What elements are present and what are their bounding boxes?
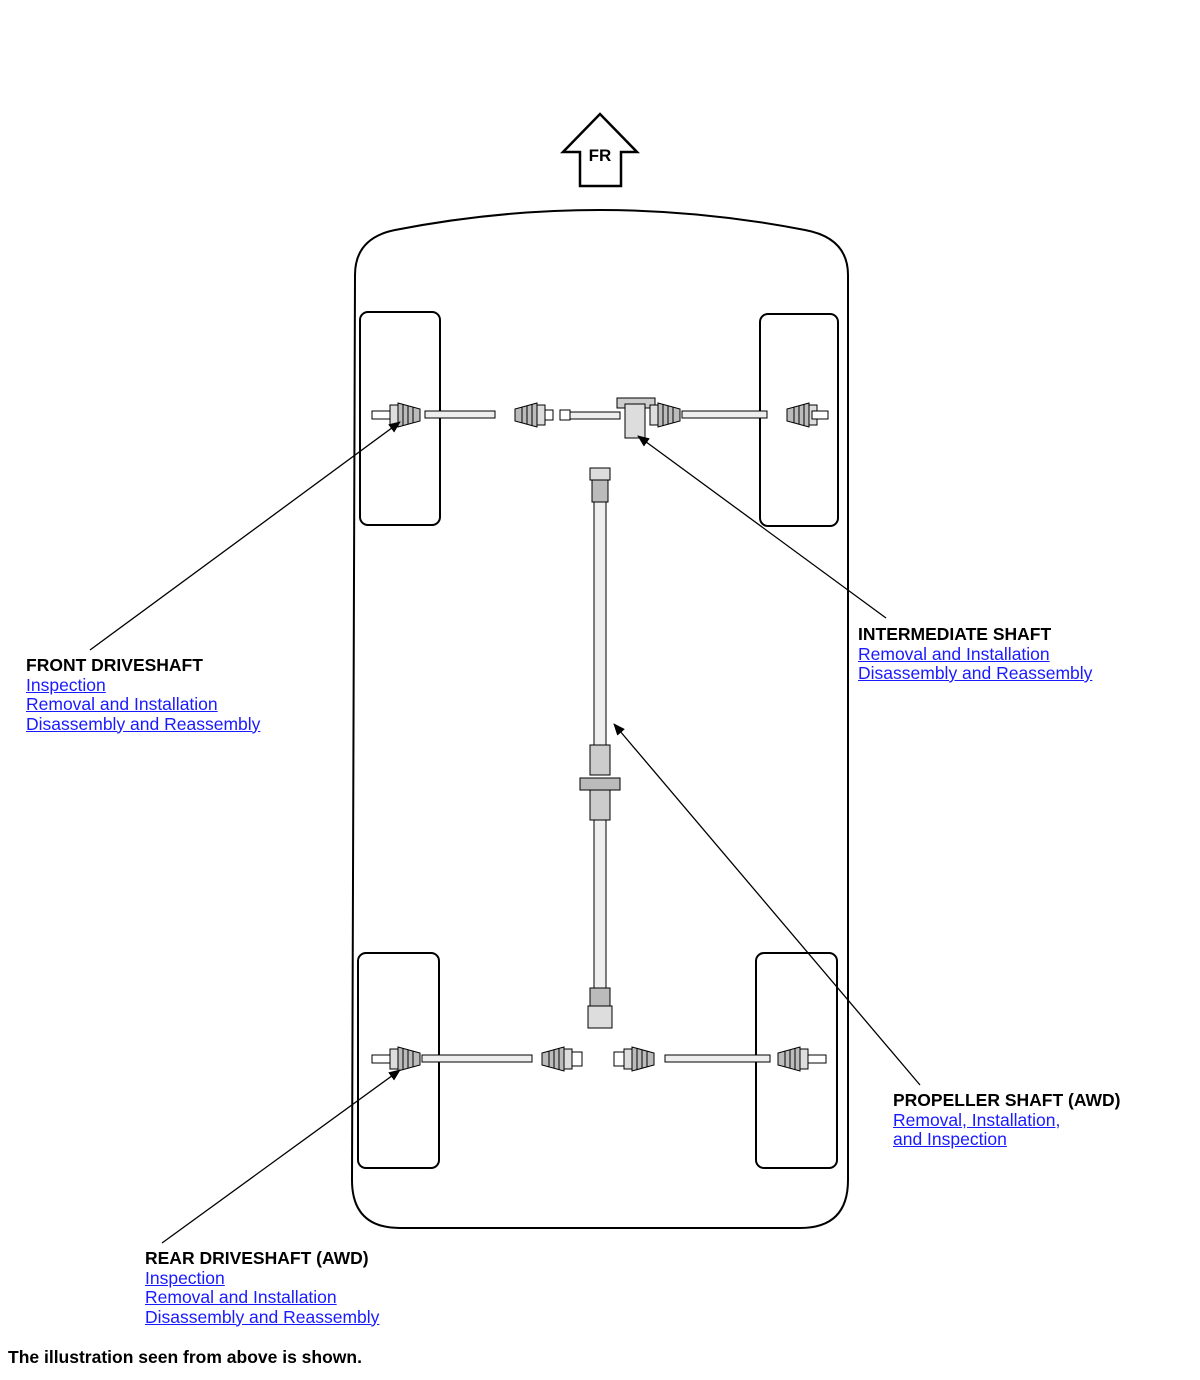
leader-line-front-driveshaft [89,421,401,651]
front-driveshaft-title: FRONT DRIVESHAFT [26,655,203,675]
leader-line-intermediate-shaft [637,435,887,619]
front-driveshaft-removal-installation-link[interactable]: Removal and Installation [26,694,218,714]
leader-line-propeller-shaft [613,723,921,1086]
illustration-caption: The illustration seen from above is show… [8,1347,362,1367]
front-driveshaft-inspection-link[interactable]: Inspection [26,674,106,695]
intermediate-shaft-title: INTERMEDIATE SHAFT [858,624,1052,644]
leader-lines [89,421,921,1244]
rear-driveshaft-inspection-link[interactable]: Inspection [145,1267,225,1288]
vehicle-body-outline [350,209,849,1229]
front-driveshaft-callout: FRONT DRIVESHAFT Inspection Removal and … [26,655,261,734]
propeller-shaft-removal-installation-link[interactable]: Removal, Installation, [893,1109,1061,1130]
front-driveshaft-part [371,402,554,428]
propeller-shaft-part [579,467,621,1029]
rear-driveshaft-callout: REAR DRIVESHAFT (AWD) Inspection Removal… [145,1248,380,1327]
front-direction-arrow-icon: FR [560,112,640,188]
direction-marker-text: FR [589,146,612,165]
intermediate-shaft-disassembly-reassembly-link[interactable]: Disassembly and Reassembly [858,663,1093,683]
rear-driveshaft-disassembly-reassembly-link[interactable]: Disassembly and Reassembly [145,1306,380,1327]
leader-line-rear-driveshaft [161,1069,401,1244]
rear-driveshaft-part [371,1046,827,1072]
propeller-shaft-inspection-link[interactable]: and Inspection [893,1129,1007,1149]
intermediate-shaft-callout: INTERMEDIATE SHAFT Removal and Installat… [858,624,1093,684]
front-driveshaft-disassembly-reassembly-link[interactable]: Disassembly and Reassembly [26,713,261,734]
propeller-shaft-title: PROPELLER SHAFT (AWD) [893,1090,1121,1110]
intermediate-shaft-removal-installation-link[interactable]: Removal and Installation [858,643,1050,664]
propeller-shaft-callout: PROPELLER SHAFT (AWD) Removal, Installat… [893,1090,1121,1150]
intermediate-shaft-part [559,397,829,439]
rear-driveshaft-title: REAR DRIVESHAFT (AWD) [145,1248,369,1268]
rear-driveshaft-removal-installation-link[interactable]: Removal and Installation [145,1287,337,1307]
